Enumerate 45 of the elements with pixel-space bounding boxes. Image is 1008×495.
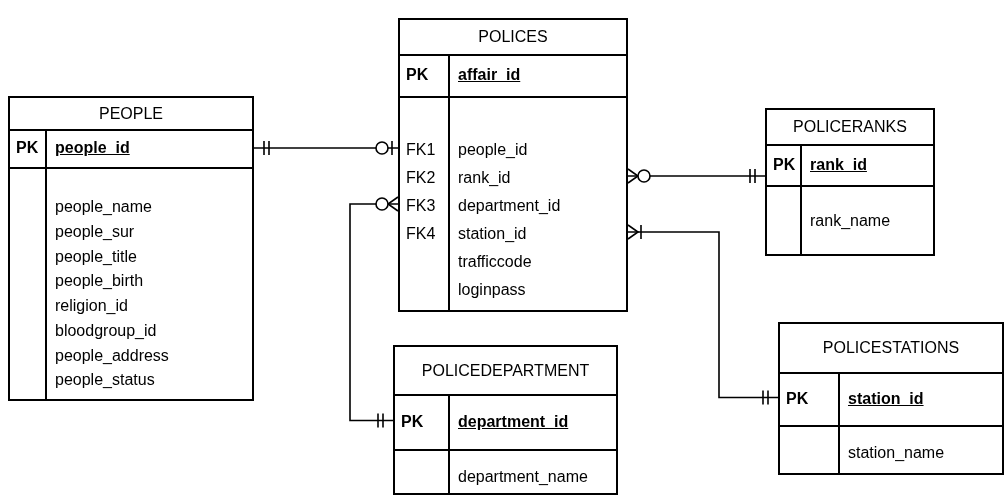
- attribute-name: people_name: [55, 199, 152, 216]
- foreign-key-label: FK2: [406, 170, 436, 186]
- table-title: POLICERANKS: [793, 119, 907, 135]
- foreign-key-label: FK3: [406, 198, 436, 214]
- primary-key-field: rank_id: [810, 156, 867, 173]
- attribute-name: trafficcode: [458, 254, 532, 270]
- key-type-label: PK: [786, 390, 809, 407]
- attribute-name: people_status: [55, 372, 155, 389]
- attribute-name: department_id: [458, 198, 561, 214]
- primary-key-field: station_id: [848, 390, 924, 407]
- table-title: POLICES: [478, 29, 548, 45]
- attribute-name: people_address: [55, 347, 169, 364]
- foreign-key-label: FK1: [406, 142, 436, 158]
- attribute-name: station_name: [848, 445, 945, 461]
- attribute-name: department_name: [458, 469, 588, 485]
- attribute-name: rank_id: [458, 170, 511, 186]
- key-type-label: PK: [16, 140, 39, 156]
- primary-key-field: people_id: [55, 140, 130, 156]
- attribute-name: people_id: [458, 142, 528, 158]
- attribute-name: people_sur: [55, 224, 135, 241]
- attribute-name: bloodgroup_id: [55, 322, 157, 339]
- attribute-name: loginpass: [458, 282, 526, 298]
- foreign-key-label: FK4: [406, 226, 436, 242]
- primary-key-field: department_id: [458, 413, 569, 430]
- attribute-name: religion_id: [55, 298, 128, 315]
- relationship-line: [253, 140, 399, 156]
- entity-table: [8, 96, 254, 401]
- attribute-name: people_title: [55, 248, 137, 265]
- entity-table: [765, 108, 935, 256]
- relationship-line: [349, 196, 399, 429]
- relationship-line: [627, 168, 766, 184]
- key-type-label: PK: [406, 67, 429, 83]
- key-type-label: PK: [401, 413, 424, 430]
- entity-table: [398, 18, 628, 312]
- attribute-name: station_id: [458, 226, 527, 242]
- attribute-name: rank_name: [810, 213, 891, 229]
- entity-table: [393, 345, 618, 495]
- entity-table: [778, 322, 1004, 475]
- attribute-name: people_birth: [55, 273, 144, 290]
- key-type-label: PK: [773, 156, 796, 173]
- table-title: POLICESTATIONS: [822, 340, 960, 356]
- primary-key-field: affair_id: [458, 67, 521, 83]
- relationship-line: [627, 224, 779, 406]
- table-title: PEOPLE: [99, 105, 163, 122]
- table-title: POLICEDEPARTMENT: [421, 362, 590, 379]
